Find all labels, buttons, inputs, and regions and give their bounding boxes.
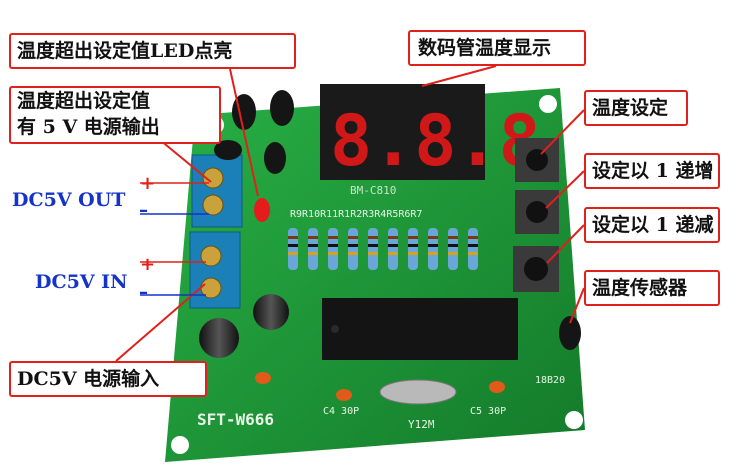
- resistor-labels: R9R10R11R1R2R3R4R5R6R7: [290, 209, 422, 220]
- resistor-r1: [348, 228, 358, 270]
- display-model-label: BM-C810: [350, 184, 396, 197]
- resistor-band: [308, 252, 318, 255]
- port-lines: [140, 182, 209, 296]
- resistor-band: [408, 252, 418, 255]
- button-cap: [526, 149, 548, 171]
- callout-output-power-line1: 温度超出设定值: [17, 90, 151, 112]
- button-cap: [524, 257, 548, 281]
- resistor-r4: [408, 228, 418, 270]
- terminal-screw: [202, 194, 224, 216]
- resistor-band: [368, 252, 378, 255]
- port-label-out: DC5V OUT: [12, 189, 126, 211]
- mount-hole: [171, 436, 189, 454]
- mount-hole: [565, 411, 583, 429]
- resistor-band: [328, 244, 338, 247]
- in-minus-sign: –: [139, 282, 148, 303]
- terminal-block-out: [191, 154, 243, 228]
- capacitor: [253, 294, 289, 330]
- resistor-band: [388, 244, 398, 247]
- button-cap: [526, 201, 548, 223]
- out-plus-sign: +: [140, 173, 156, 194]
- transistor: [232, 94, 256, 130]
- callout-increase: 设定以 1 递增: [584, 153, 720, 189]
- resistor-r10: [308, 228, 318, 270]
- resistor-band: [288, 236, 298, 239]
- port-label-in: DC5V IN: [35, 271, 128, 293]
- in-plus-sign: +: [140, 254, 156, 275]
- cap-label-c4: C4 30P: [323, 406, 359, 417]
- resistor-band: [308, 236, 318, 239]
- resistor-band: [428, 236, 438, 239]
- resistor-band: [468, 244, 478, 247]
- out-minus-sign: –: [139, 200, 148, 221]
- resistor-r7: [468, 228, 478, 270]
- resistor-band: [408, 236, 418, 239]
- resistor-r2: [368, 228, 378, 270]
- resistor-array: [288, 228, 478, 270]
- callout-power-input: DC5V 电源输入: [9, 361, 207, 397]
- resistor-band: [408, 244, 418, 247]
- transistor: [214, 140, 242, 160]
- resistor-band: [348, 252, 358, 255]
- crystal-label: Y12M: [408, 418, 435, 431]
- callout-decrease: 设定以 1 递减: [584, 207, 720, 243]
- board-name: SFT-W666: [197, 410, 274, 429]
- ceramic-capacitor: [489, 381, 505, 393]
- resistor-band: [348, 244, 358, 247]
- ceramic-capacitor: [336, 389, 352, 401]
- resistor-band: [448, 244, 458, 247]
- callout-led-overtemp: 温度超出设定值LED点亮: [9, 33, 296, 69]
- sensor-code: 18B20: [535, 375, 565, 386]
- callout-temp-set: 温度设定: [584, 90, 688, 126]
- capacitor: [199, 318, 239, 358]
- resistor-band: [308, 244, 318, 247]
- led: [254, 198, 270, 222]
- callout-display: 数码管温度显示: [408, 30, 586, 66]
- resistor-band: [448, 236, 458, 239]
- transistor: [264, 142, 286, 174]
- resistor-band: [448, 252, 458, 255]
- resistor-band: [348, 236, 358, 239]
- microcontroller-ic: [322, 298, 518, 360]
- callout-output-power-line2: 有 5 V 电源输出: [17, 116, 160, 138]
- display-digits: 8.8.8: [330, 100, 541, 182]
- resistor-band: [468, 236, 478, 239]
- resistor-band: [368, 244, 378, 247]
- callout-pointers: [115, 65, 585, 362]
- callout-sensor: 温度传感器: [584, 270, 720, 306]
- resistor-r3: [388, 228, 398, 270]
- resistor-r11: [328, 228, 338, 270]
- resistor-r9: [288, 228, 298, 270]
- terminal-screw: [200, 245, 222, 267]
- ic-notch: [331, 325, 339, 333]
- callout-output-power: 温度超出设定值 有 5 V 电源输出: [9, 86, 221, 144]
- seven-segment-display: [320, 84, 485, 180]
- resistor-r5: [428, 228, 438, 270]
- mount-hole: [539, 95, 557, 113]
- crystal-oscillator: [379, 379, 457, 405]
- resistor-band: [328, 252, 338, 255]
- resistor-band: [388, 236, 398, 239]
- circuit-board: [165, 88, 585, 462]
- resistor-band: [328, 236, 338, 239]
- cap-label-c5: C5 30P: [470, 406, 506, 417]
- resistor-band: [468, 252, 478, 255]
- resistor-band: [388, 252, 398, 255]
- temperature-sensor: [559, 316, 581, 350]
- resistor-band: [288, 252, 298, 255]
- resistor-band: [428, 252, 438, 255]
- resistor-r6: [448, 228, 458, 270]
- resistor-band: [368, 236, 378, 239]
- transistor: [270, 90, 294, 126]
- resistor-band: [428, 244, 438, 247]
- resistor-band: [288, 244, 298, 247]
- ceramic-capacitor: [255, 372, 271, 384]
